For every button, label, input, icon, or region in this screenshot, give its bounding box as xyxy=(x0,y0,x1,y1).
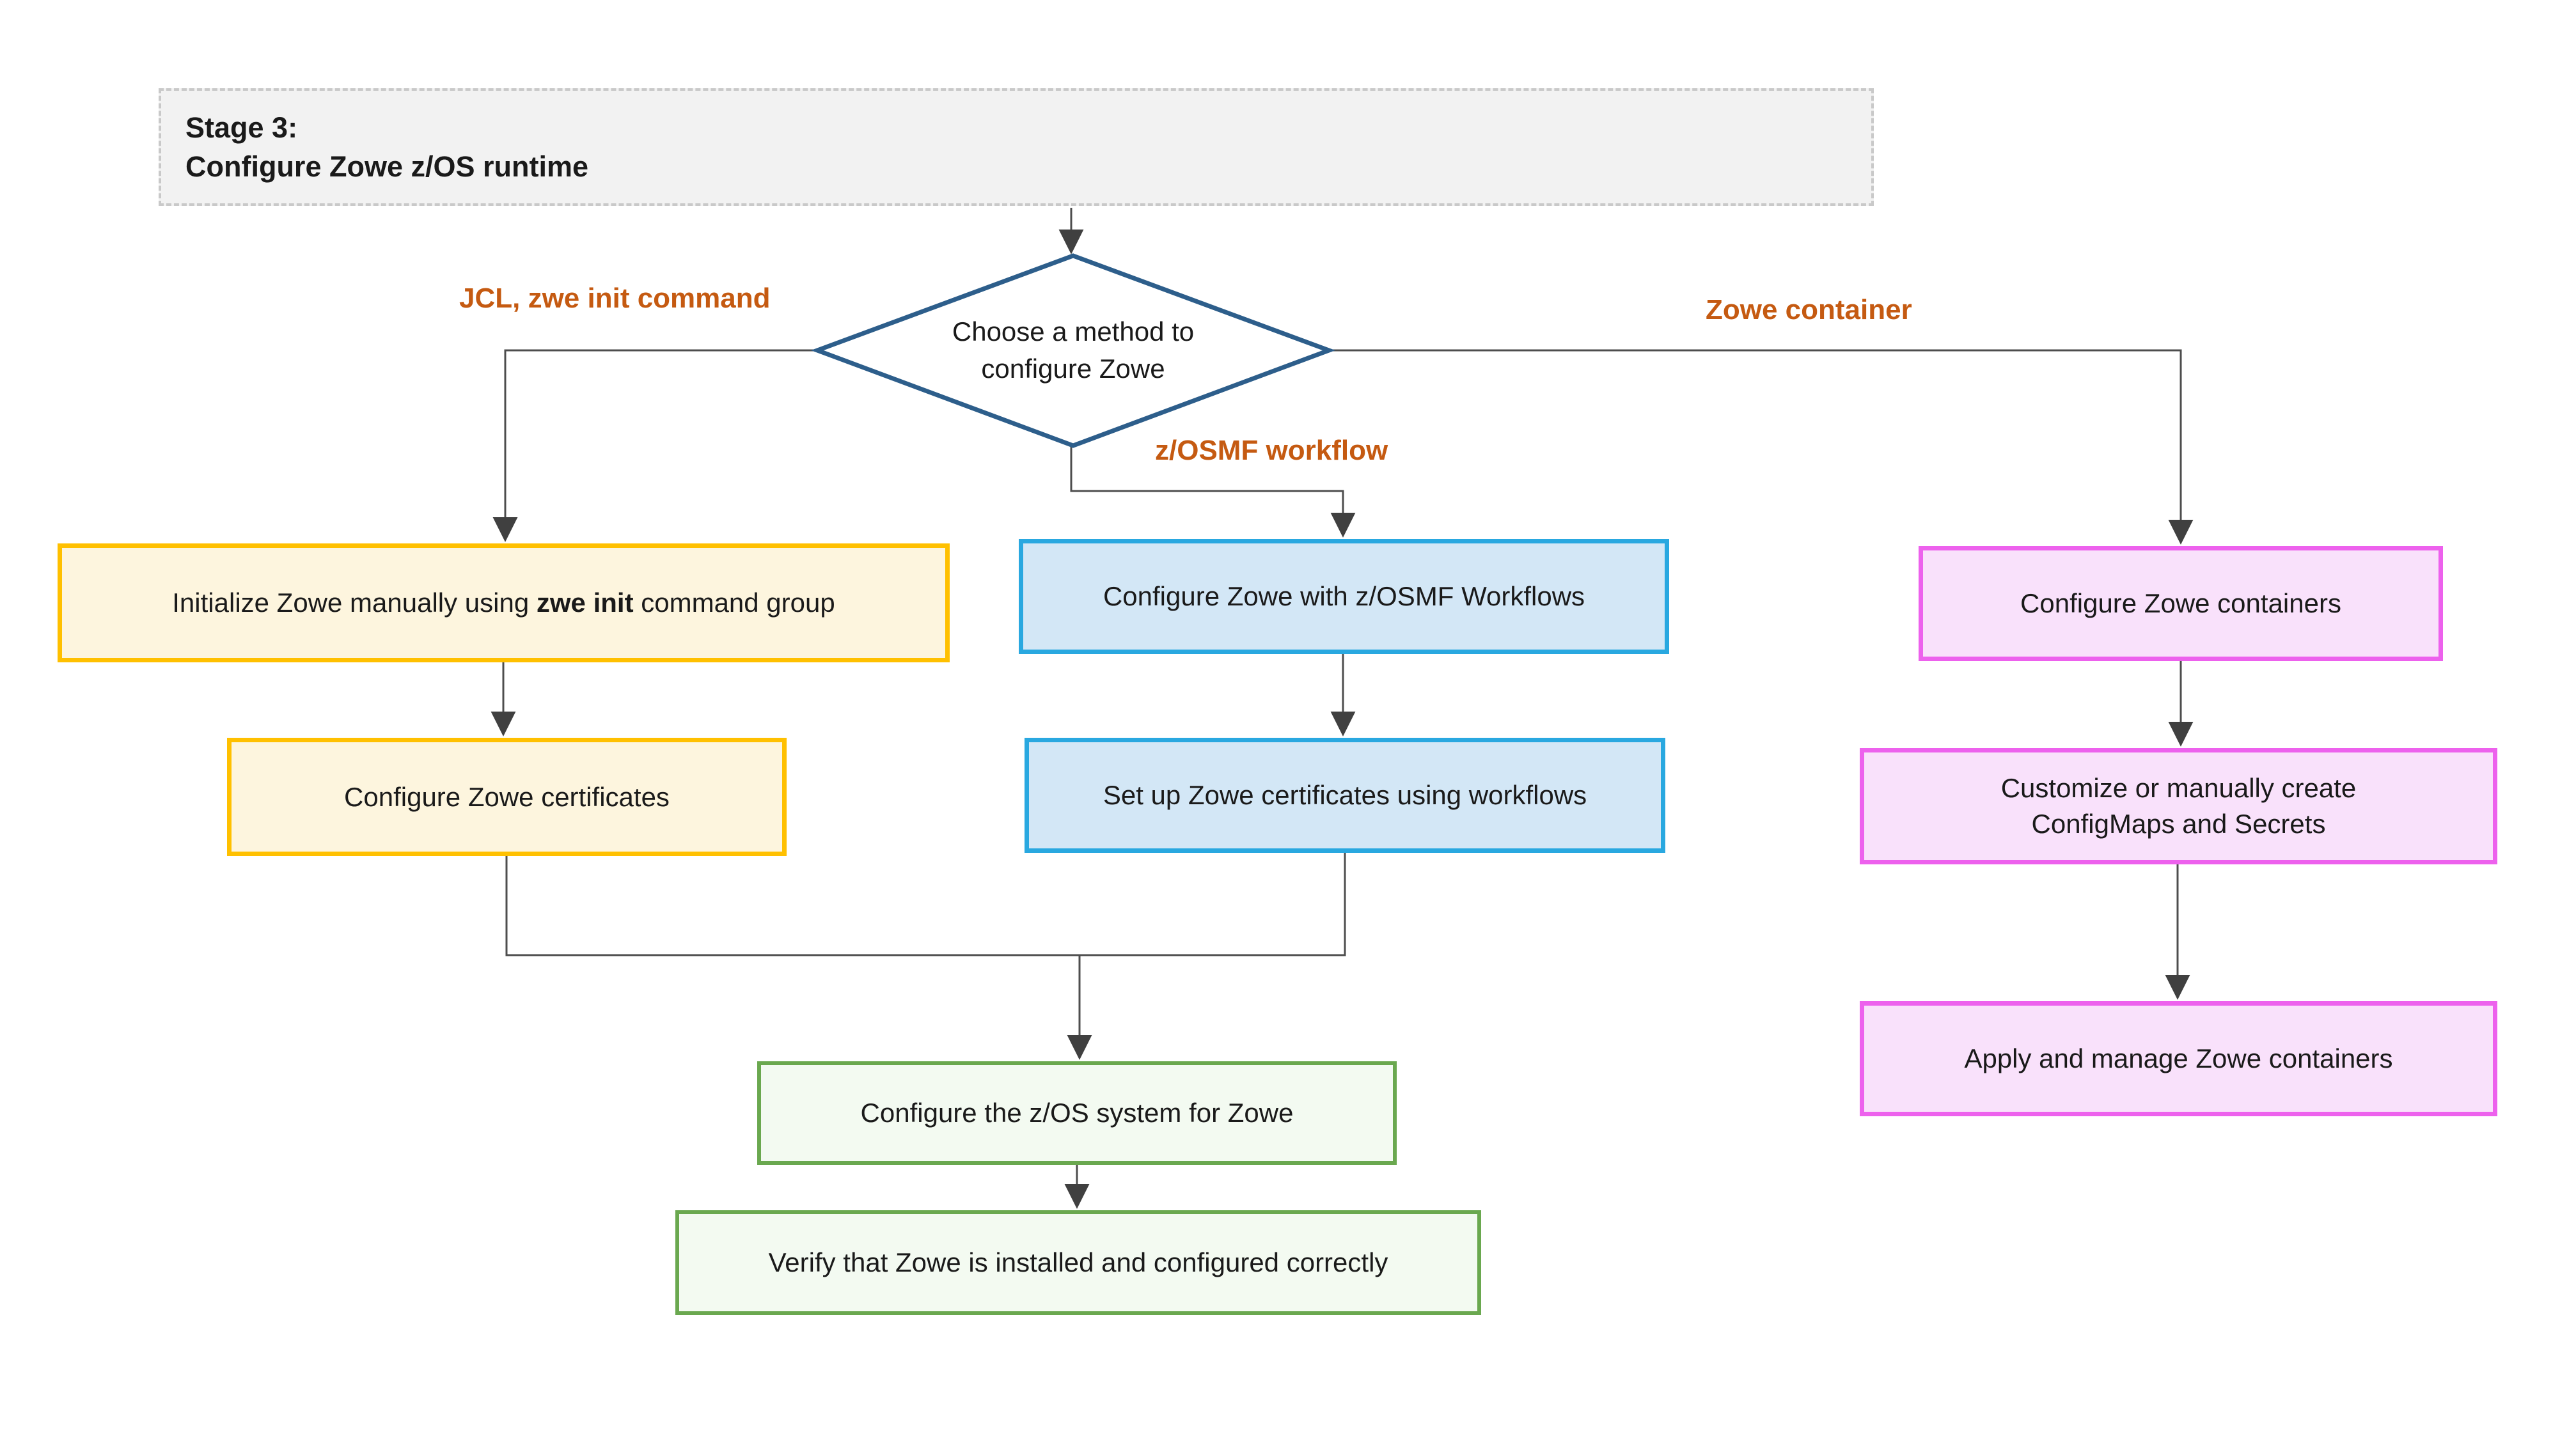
node-configure-zowe-containers[interactable]: Configure Zowe containers xyxy=(1919,546,2443,661)
stage-banner: Stage 3: Configure Zowe z/OS runtime xyxy=(159,88,1874,206)
node-configure-zowe-zosmf-workflows[interactable]: Configure Zowe with z/OSMF Workflows xyxy=(1019,539,1669,654)
node-setup-certificates-workflows[interactable]: Set up Zowe certificates using workflows xyxy=(1025,738,1665,853)
node-apply-manage-containers[interactable]: Apply and manage Zowe containers xyxy=(1860,1001,2497,1116)
connector-decision-to-init-manual xyxy=(492,349,817,542)
node-customize-configmaps-secrets[interactable]: Customize or manually create ConfigMaps … xyxy=(1860,748,2497,864)
connector-decision-to-config-containers xyxy=(1329,349,2194,545)
connector-config-certs-merge xyxy=(505,856,1080,956)
branch-label-zowe-container: Zowe container xyxy=(1706,294,1912,325)
connector-certs-workflows-merge xyxy=(1080,853,1346,956)
decision-diamond-label: Choose a method to configure Zowe xyxy=(952,316,1195,384)
node-verify-installation[interactable]: Verify that Zowe is installed and config… xyxy=(675,1210,1481,1315)
node-configure-zos-system[interactable]: Configure the z/OS system for Zowe xyxy=(757,1061,1397,1165)
node-initialize-zowe-manually[interactable]: Initialize Zowe manually using zwe init … xyxy=(58,543,950,662)
decision-diamond xyxy=(810,253,1336,448)
stage-banner-line1: Stage 3: xyxy=(185,111,298,144)
connector-decision-to-zosmf-workflows xyxy=(1070,447,1356,538)
branch-label-zosmf-workflow: z/OSMF workflow xyxy=(1155,435,1388,466)
branch-label-jcl-zwe-init: JCL, zwe init command xyxy=(459,283,771,314)
stage-banner-line2: Configure Zowe z/OS runtime xyxy=(185,150,589,183)
node-configure-zowe-certificates[interactable]: Configure Zowe certificates xyxy=(227,738,787,856)
